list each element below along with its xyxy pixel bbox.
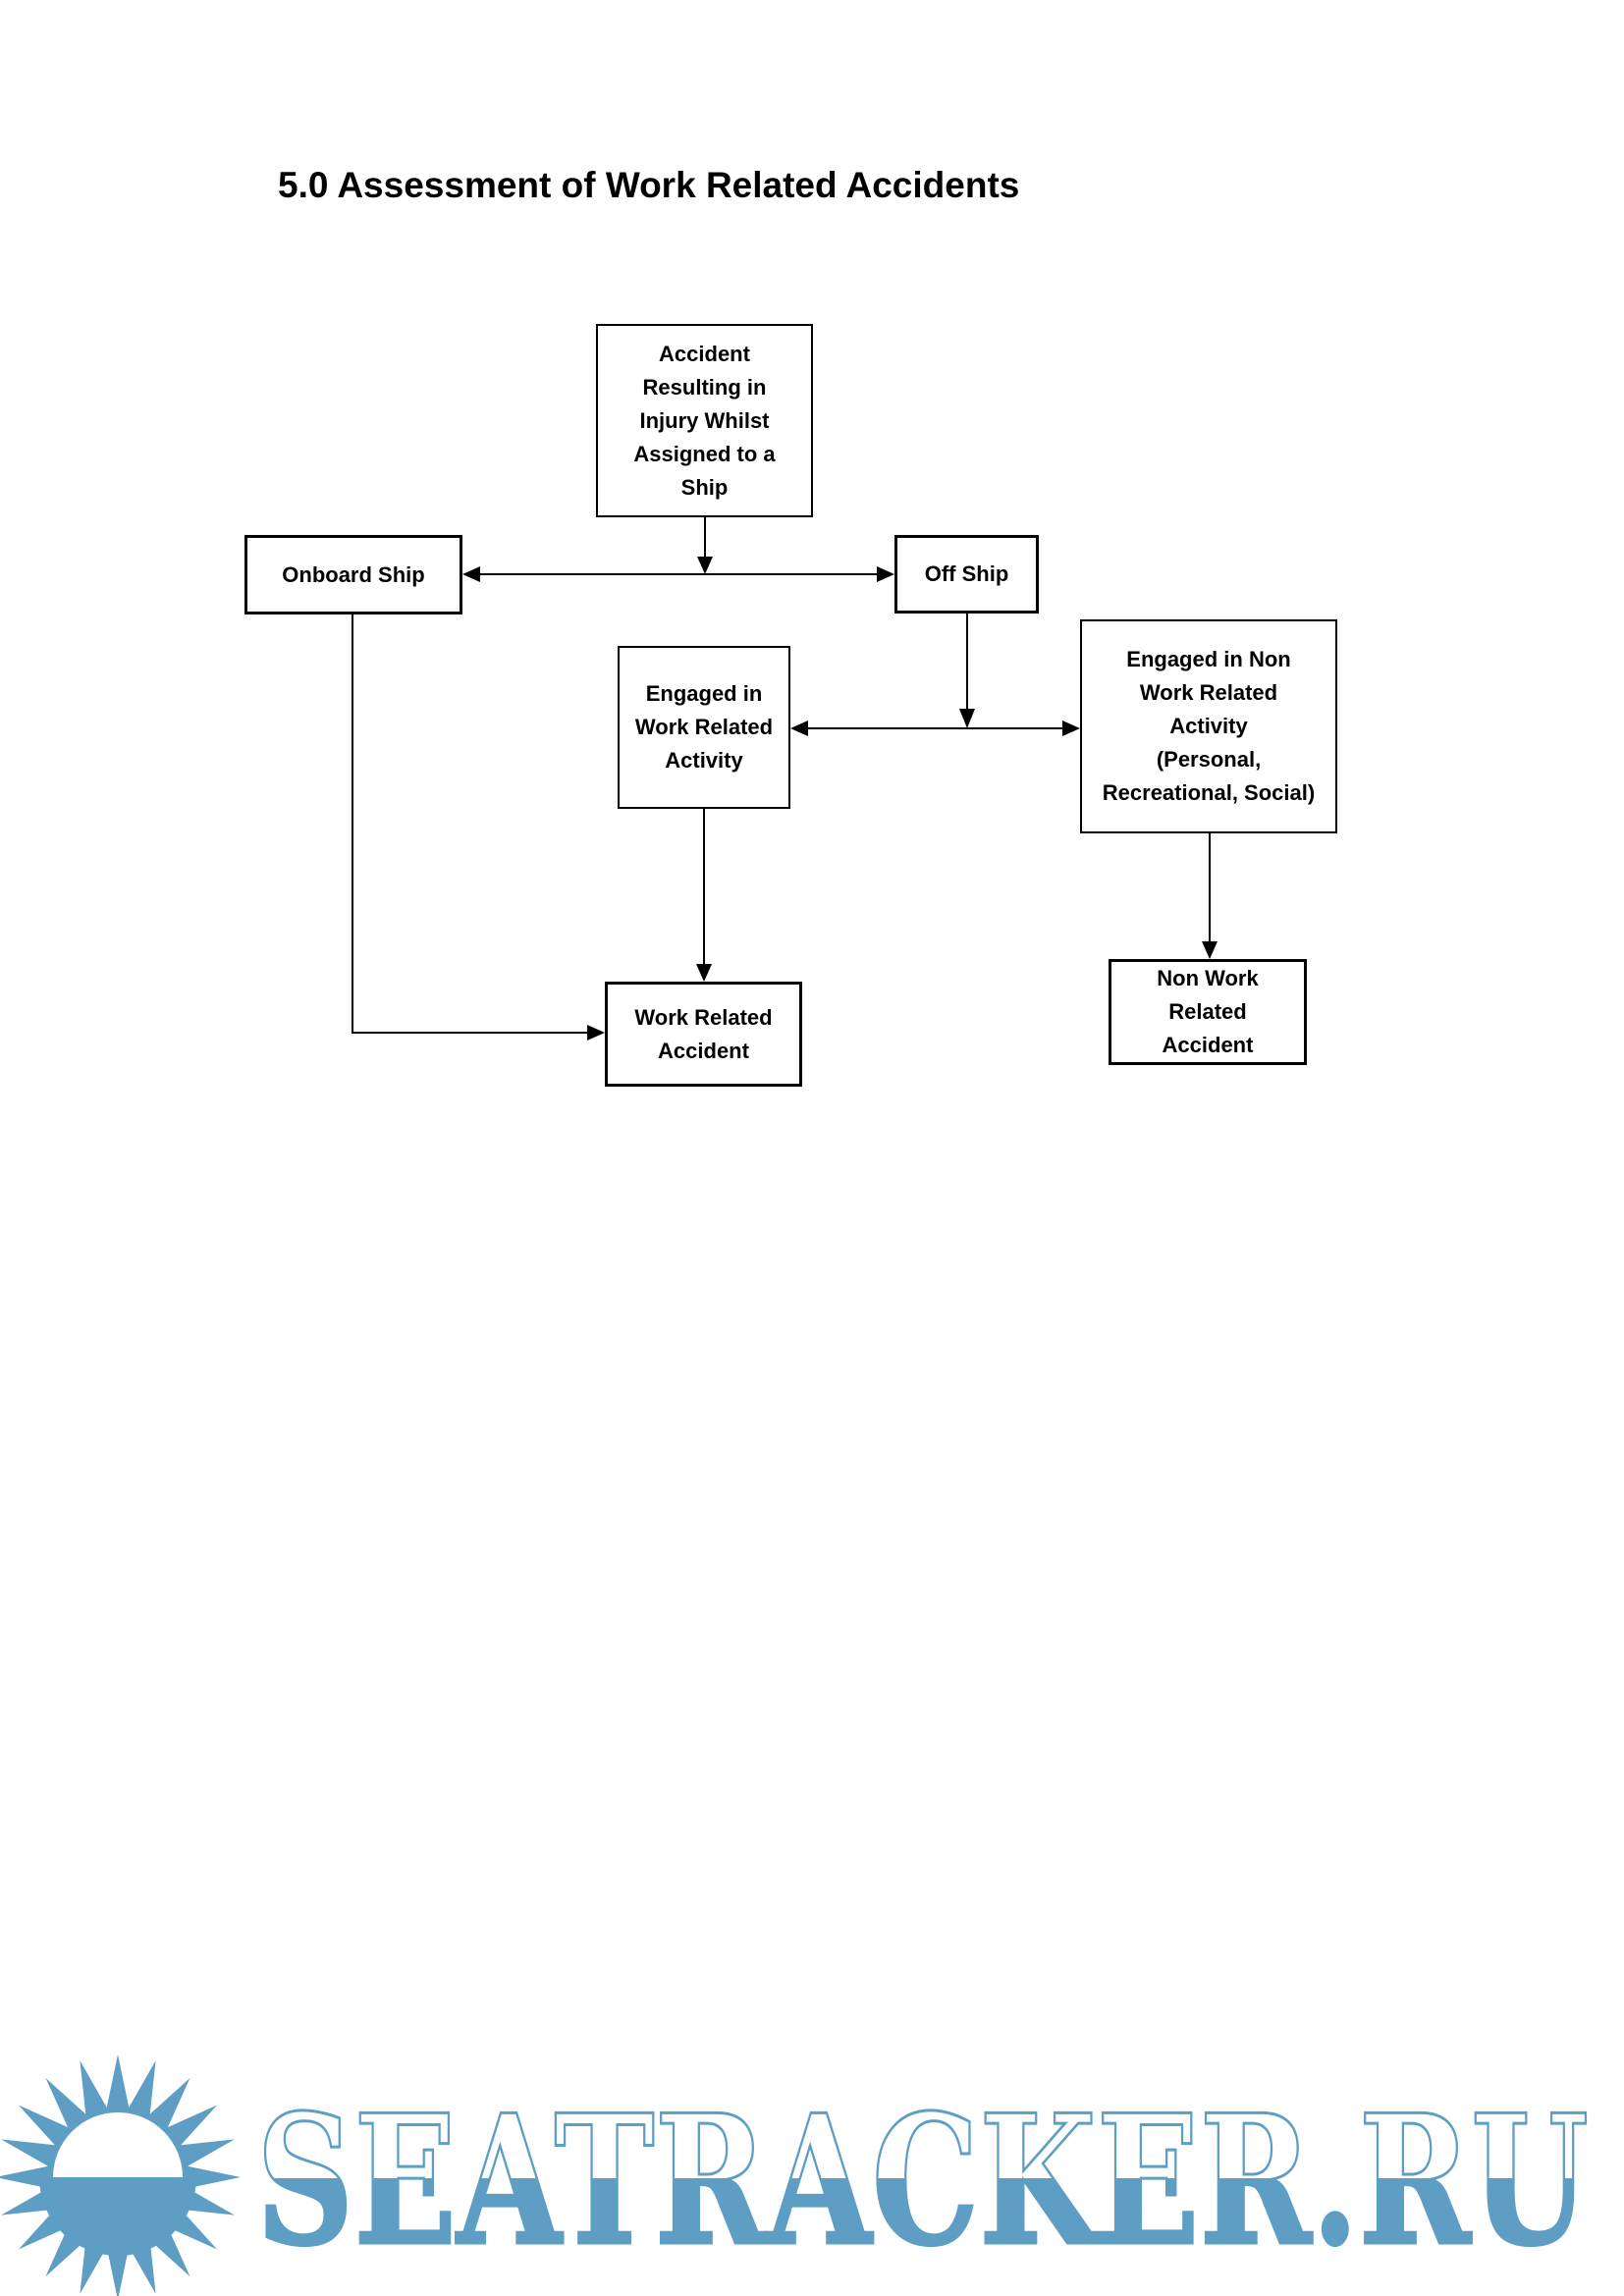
node-label-line: Non Work [1157,966,1259,990]
node-label-line: Recreational, Social) [1102,780,1316,805]
node-label-line: (Personal, [1156,747,1262,772]
arrow-onboard-to-workaccident [352,614,587,1034]
watermark-text: SEATRACKER.RU [256,2075,1589,2285]
node-label-line: Ship [680,474,729,500]
node-label-line: Work Related [1139,680,1278,705]
sun-icon [0,2055,241,2296]
arrowhead-right-icon [877,566,894,582]
arrowhead-left-icon [462,566,480,582]
node-label-line: Related [1168,999,1247,1024]
arrowhead-left-icon [790,721,808,736]
section-heading: 5.0 Assessment of Work Related Accidents [278,165,1020,205]
node-work-related-accident: Work Related Accident [605,982,802,1087]
sun-dome [53,2112,183,2177]
node-label-line: Accident [658,1038,749,1063]
arrowhead-down-icon [1202,941,1218,959]
node-label-line: Resulting in [642,374,767,400]
arrowhead-down-icon [696,964,712,982]
arrowhead-right-icon [1062,721,1080,736]
arrowhead-right-icon [587,1025,605,1041]
node-label-line: Assigned to a [633,441,776,466]
node-label-line: Onboard Ship [282,561,425,587]
node-non-work-related-accident: Non Work Related Accident [1109,959,1307,1065]
node-off-ship: Off Ship [894,535,1039,614]
watermark: SEATRACKER.RU [0,2055,1591,2296]
node-label-line: Work Related [634,1004,773,1030]
node-label-line: Off Ship [924,561,1009,586]
node-label-line: Work Related [634,715,774,739]
node-accident-resulting-injury: Accident Resulting in Injury Whilst Assi… [596,324,813,517]
node-label-line: Injury Whilst [639,407,770,433]
node-onboard-ship: Onboard Ship [244,535,462,614]
node-engaged-work-related-activity: Engaged in Work Related Activity [618,646,790,809]
node-label-line: Engaged in Non [1126,647,1291,671]
node-engaged-non-work-related-activity: Engaged in Non Work Related Activity (Pe… [1080,619,1337,833]
node-label-line: Accident [659,341,750,366]
node-label-line: Activity [665,748,743,773]
node-label-line: Activity [1169,714,1248,738]
node-label-line: Accident [1162,1033,1254,1057]
arrowhead-down-icon [959,709,975,728]
arrowhead-down-icon [697,557,713,574]
sun-lower-half [39,2177,196,2256]
node-label-line: Engaged in [645,681,763,706]
